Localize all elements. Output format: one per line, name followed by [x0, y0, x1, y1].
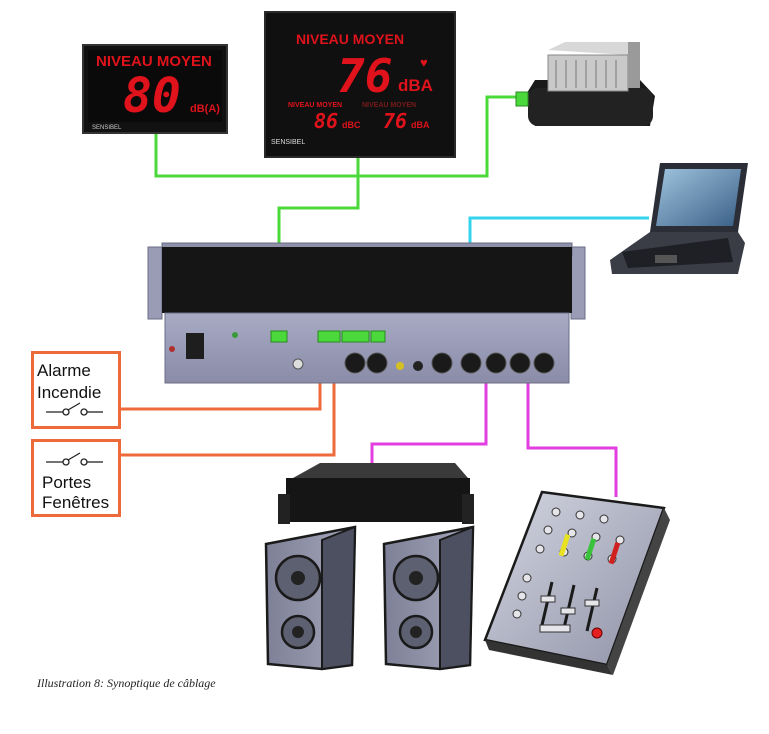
doors-windows-label-line1: Portes — [42, 473, 92, 492]
fire-alarm-input-box — [31, 351, 121, 429]
magenta-cable-mixer — [526, 375, 618, 497]
fire-alarm-label-line1: Alarme — [37, 361, 91, 380]
doors-windows-input-box — [31, 439, 121, 517]
mixing-console — [483, 490, 670, 675]
main-rack-unit — [147, 242, 586, 384]
large-display-sub-right-value: 76 — [383, 109, 407, 133]
fire-alarm-label-line2: Incendie — [37, 383, 102, 402]
laptop — [610, 163, 748, 274]
large-display-value: 76 — [337, 49, 392, 103]
small-display-value: 80 — [123, 68, 181, 124]
magenta-cable-amplifier — [370, 375, 488, 464]
figure-caption: Illustration 8: Synoptique de câblage — [37, 676, 216, 690]
heart-icon: ♥ — [420, 55, 428, 70]
magenta-cables — [370, 375, 618, 497]
large-display: NIVEAU MOYEN 76 dBA ♥ NIVEAU MOYEN 86 dB… — [264, 11, 456, 158]
large-display-title: NIVEAU MOYEN — [296, 31, 404, 47]
large-display-sub-right-unit: dBA — [411, 120, 430, 130]
small-display-unit: dB(A) — [190, 103, 220, 115]
io-module — [515, 42, 655, 126]
left-speaker — [264, 525, 357, 671]
small-display: NIVEAU MOYEN 80 dB(A) SENSIBEL — [82, 44, 228, 134]
large-display-sub-left-title: NIVEAU MOYEN — [288, 102, 342, 109]
small-display-title: NIVEAU MOYEN — [96, 53, 212, 70]
green-cable-small-display — [154, 132, 358, 178]
doors-windows-label-line2: Fenêtres — [42, 493, 110, 512]
small-display-brand: SENSIBEL — [92, 125, 122, 131]
green-cable-io-module — [358, 95, 520, 178]
cyan-cable-laptop — [468, 216, 649, 247]
amplifier — [278, 463, 474, 524]
right-speaker — [382, 525, 475, 671]
large-display-unit: dBA — [398, 76, 433, 95]
large-display-sub-left-value: 86 — [314, 109, 338, 133]
large-display-sub-left-unit: dBC — [342, 120, 361, 130]
large-display-brand: SENSIBEL — [271, 139, 305, 146]
large-display-sub-right-title: NIVEAU MOYEN — [362, 102, 416, 109]
